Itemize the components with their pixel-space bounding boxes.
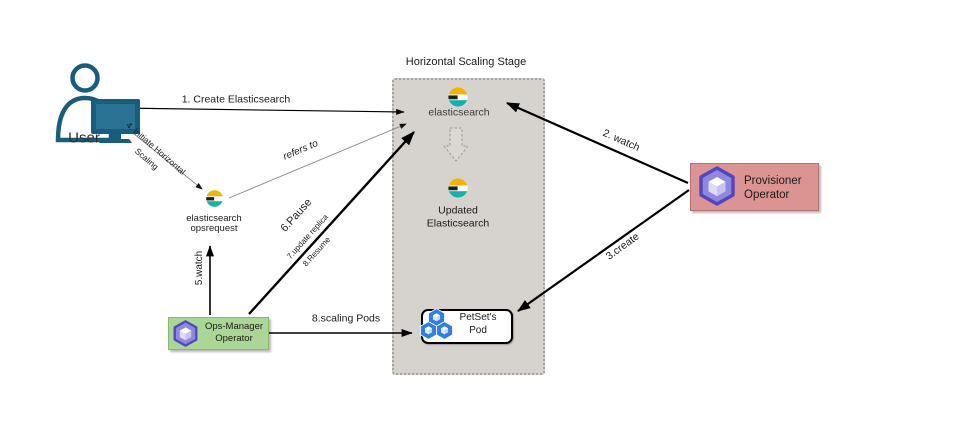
transform-dashed-arrow-icon (442, 127, 470, 162)
edge-label-create-elasticsearch: 1. Create Elasticsearch (181, 93, 291, 106)
pod-icon (420, 322, 437, 339)
opsrequest-elasticsearch-icon (205, 189, 224, 208)
edge-label-watch-opsrequest: 5.watch (193, 250, 205, 286)
edge-watch-provisioner (505, 101, 689, 185)
updated-elasticsearch-label-line2: Elasticsearch (426, 217, 490, 230)
operator-icon (699, 166, 735, 206)
opsrequest-label-line1: elasticsearch (186, 213, 242, 225)
updated-elasticsearch-icon (447, 177, 469, 199)
edge-label-scaling-pods: 8.scaling Pods (311, 312, 381, 325)
petset-pod-label-line2: Pod (469, 324, 487, 336)
pod-icon (436, 322, 453, 339)
updated-elasticsearch-label-line1: Updated (438, 204, 478, 217)
user-icon (55, 63, 140, 143)
elasticsearch-label: elasticsearch (428, 106, 490, 119)
stage-title: Horizontal Scaling Stage (405, 56, 527, 69)
edge-create-elasticsearch (115, 107, 405, 115)
elasticsearch-icon (447, 86, 469, 108)
ops-manager-operator-label-line1: Ops-Manager (204, 321, 264, 333)
petset-pod-label-line1: PetSet's (459, 311, 497, 323)
edge-pause-update-resume (248, 131, 415, 315)
ops-manager-operator-label-line2: Operator (215, 333, 253, 345)
provisioner-operator-label-line2: Operator (744, 189, 790, 201)
provisioner-operator-label-line1: Provisioner (744, 175, 802, 187)
opsrequest-label-line2: opsrequest (190, 223, 238, 235)
edge-refers-to (228, 123, 407, 199)
user-label: User (68, 129, 100, 147)
operator-icon (173, 320, 198, 347)
edge-create-petset (517, 189, 690, 312)
